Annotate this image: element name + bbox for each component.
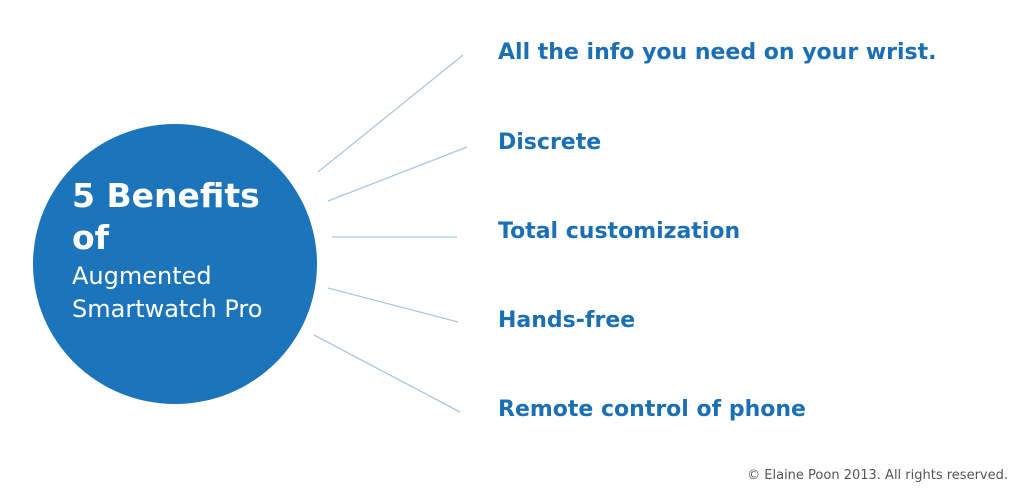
center-subtitle-line2: Smartwatch Pro: [72, 295, 263, 323]
connector-line: [327, 146, 468, 202]
benefit-item: Total customization: [498, 219, 741, 244]
benefit-item: Hands-free: [498, 308, 636, 333]
center-circle: [33, 124, 317, 404]
copyright-notice: © Elaine Poon 2013. All rights reserved.: [747, 468, 1008, 483]
benefit-item: Discrete: [498, 130, 602, 155]
connector-line: [327, 287, 459, 323]
benefit-item: All the info you need on your wrist.: [498, 40, 937, 65]
center-title-line1: 5 Benefits: [72, 176, 260, 215]
benefit-item: Remote control of phone: [498, 397, 806, 422]
center-title-line2: of: [72, 218, 110, 257]
center-subtitle-line1: Augmented: [72, 262, 212, 290]
connector-line: [313, 334, 461, 413]
connector-line: [317, 54, 464, 173]
